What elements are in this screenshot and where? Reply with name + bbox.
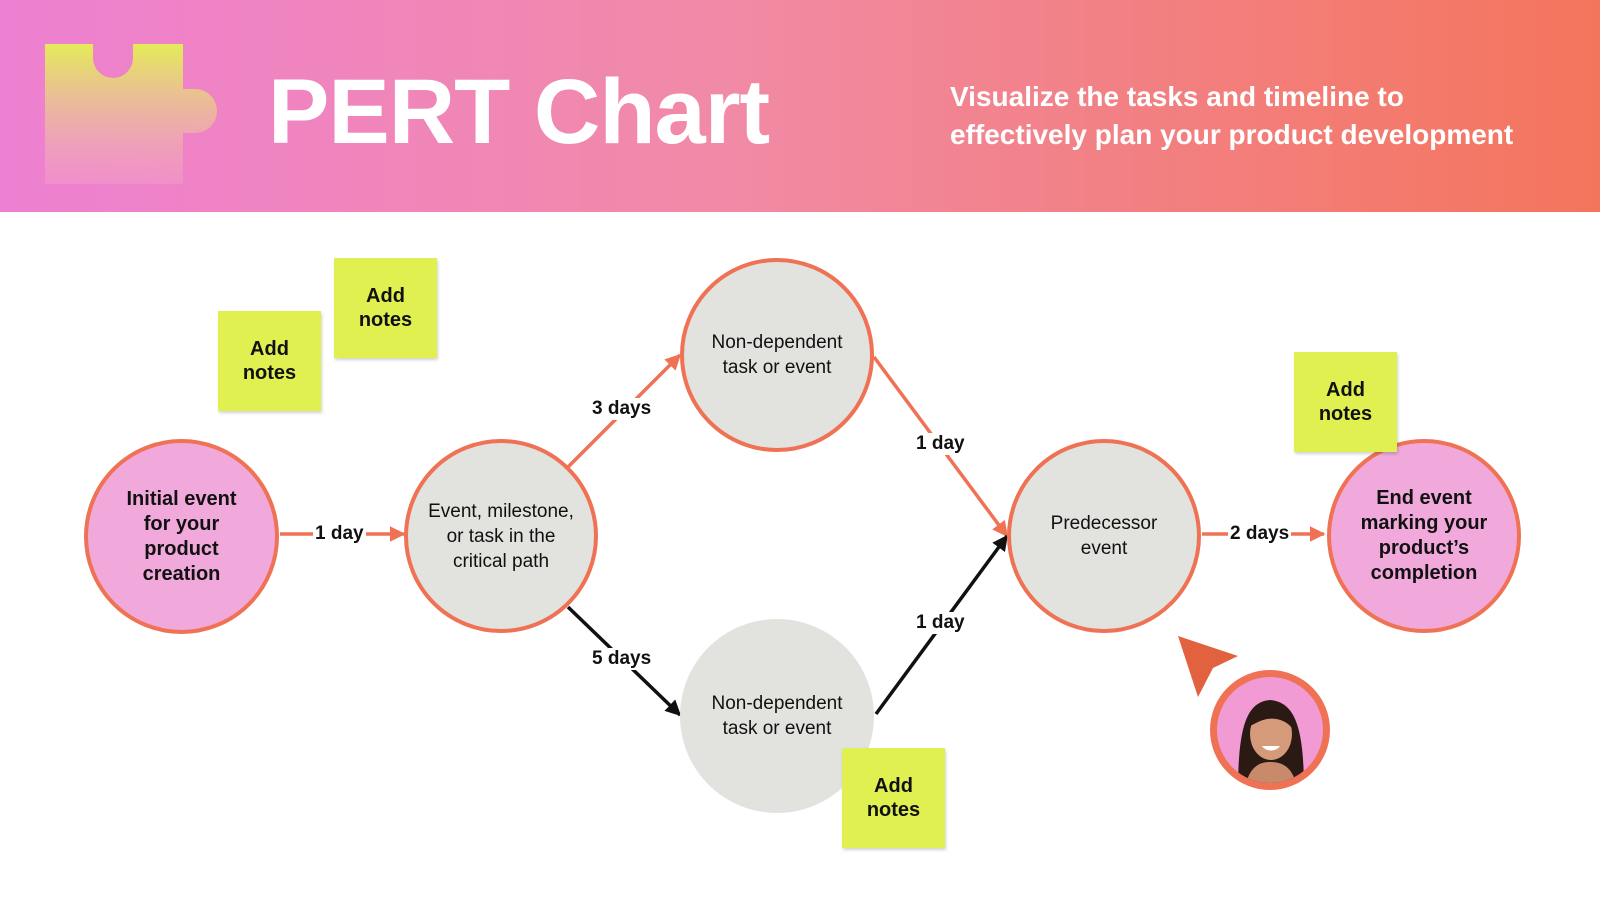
node-label: End event marking your product’s complet… (1360, 487, 1488, 584)
user-avatar[interactable] (1208, 668, 1332, 792)
page-subtitle: Visualize the tasks and timeline to effe… (950, 78, 1570, 154)
edge-label-upper-to-predecessor: 1 day (914, 433, 967, 455)
subtitle-line: Visualize the tasks and timeline to (950, 81, 1404, 112)
predecessor-event-node[interactable]: Predecessor event (1007, 439, 1201, 633)
edge-label-lower-to-predecessor: 1 day (914, 612, 967, 634)
edge-label-critical-to-upper: 3 days (590, 398, 654, 420)
header-banner: PERT Chart Visualize the tasks and timel… (0, 0, 1600, 212)
edge-label-critical-to-lower: 5 days (590, 648, 654, 670)
node-label: Non-dependent task or event (711, 332, 843, 378)
node-label: Initial event for your product creation (126, 487, 237, 585)
lower-task-node[interactable]: Non-dependent task or event (680, 619, 874, 813)
node-label: Event, milestone, or task in the critica… (428, 500, 574, 572)
edge-label-initial-to-critical: 1 day (313, 523, 366, 545)
end-event-node[interactable]: End event marking your product’s complet… (1327, 439, 1521, 633)
node-label: Non-dependent task or event (711, 693, 843, 739)
page-title: PERT Chart (268, 61, 770, 163)
puzzle-piece-icon (45, 44, 217, 184)
upper-task-node[interactable]: Non-dependent task or event (680, 258, 874, 452)
subtitle-line: effectively plan your product developmen… (950, 119, 1514, 150)
initial-event-node[interactable]: Initial event for your product creation (84, 439, 279, 634)
critical-path-node[interactable]: Event, milestone, or task in the critica… (404, 439, 598, 633)
edge-label-predecessor-to-end: 2 days (1228, 523, 1292, 545)
cursor-arrow-icon (1178, 636, 1238, 697)
node-label: Predecessor event (1050, 513, 1158, 559)
